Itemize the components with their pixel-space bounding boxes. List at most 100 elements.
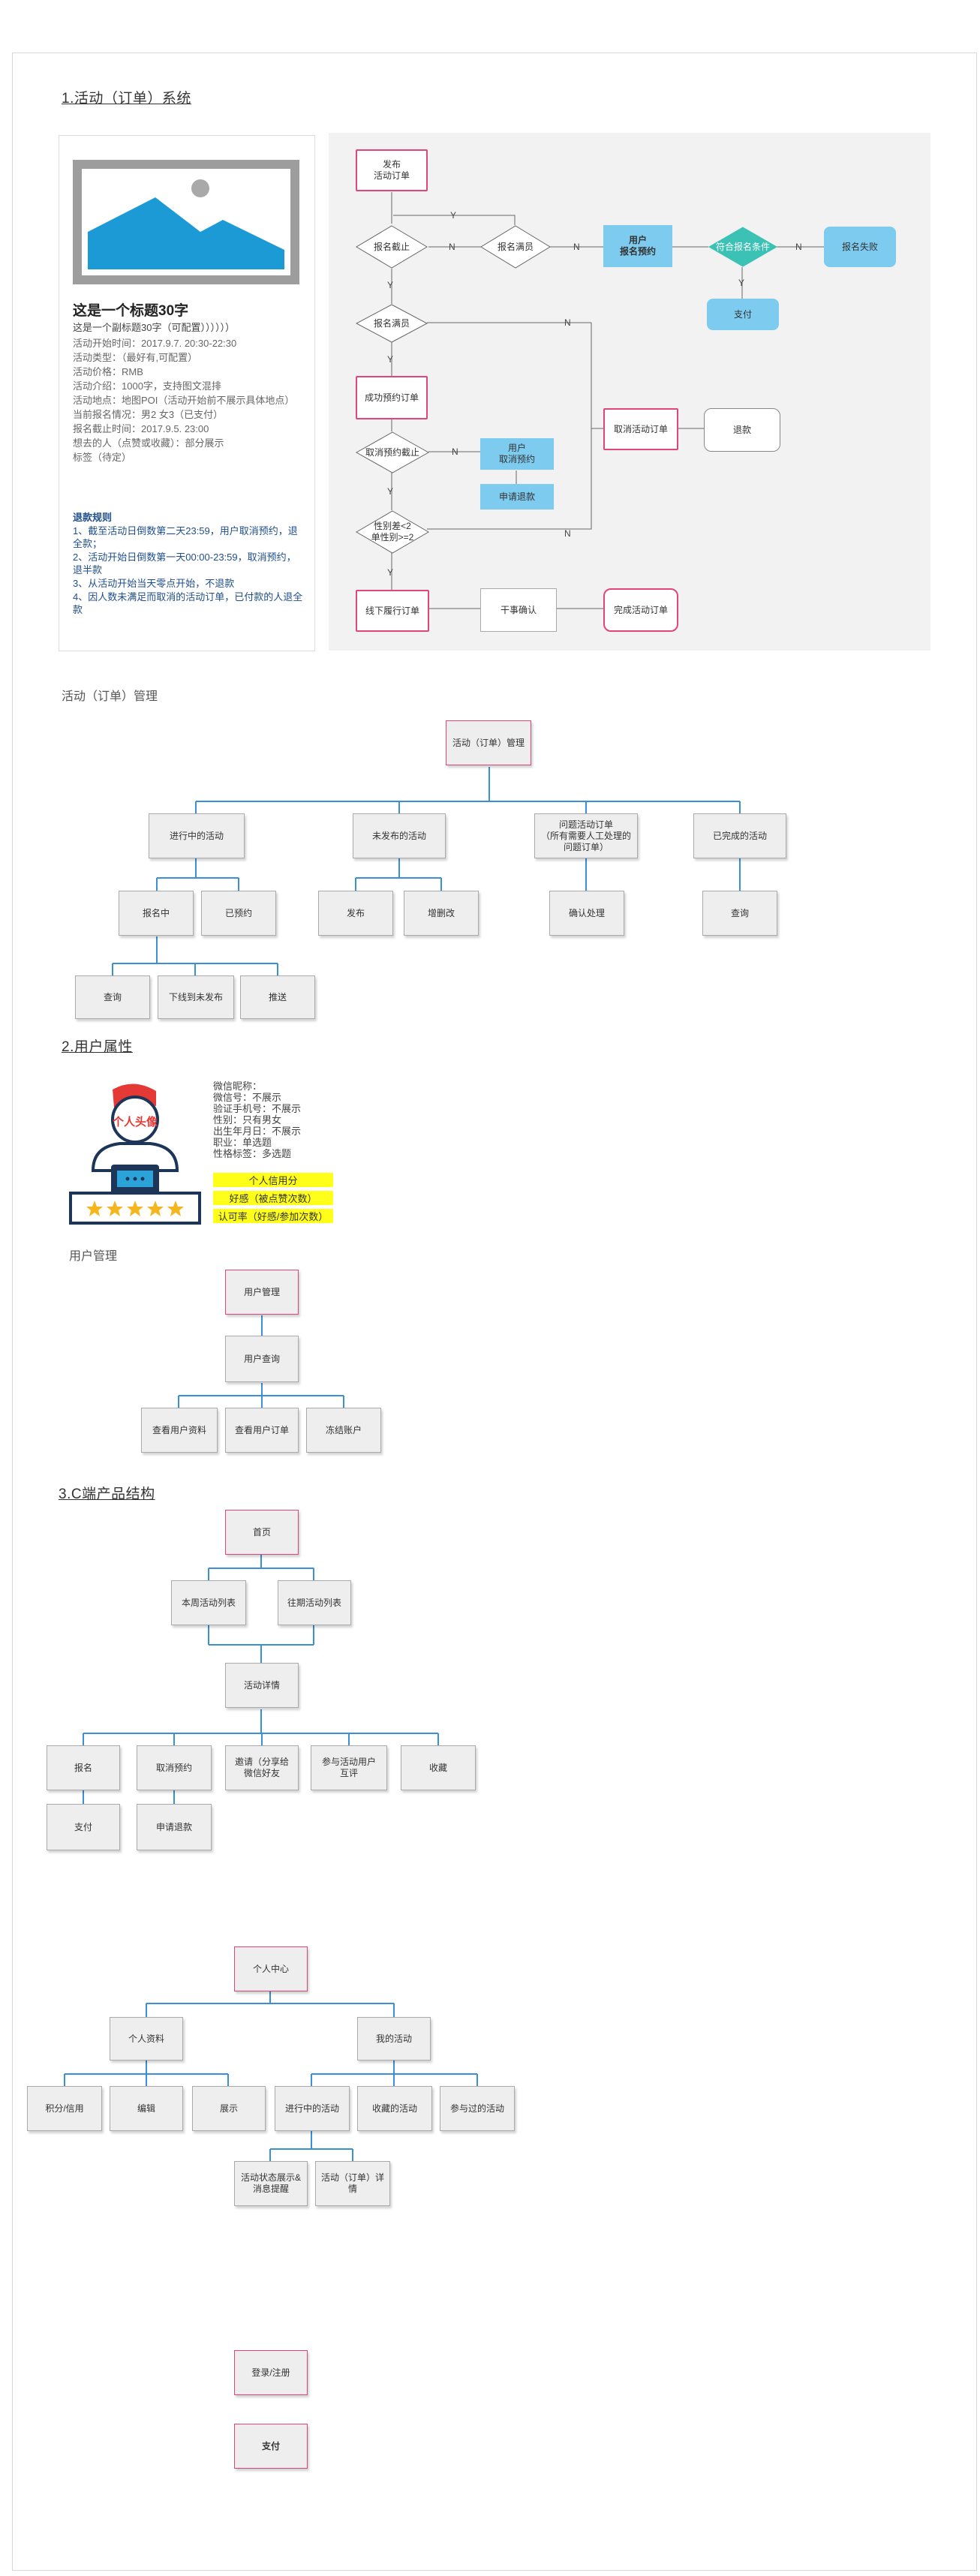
tree3-favorite[interactable]: 收藏 xyxy=(401,1745,476,1790)
flow-label-n: N xyxy=(564,317,571,328)
pay-standalone[interactable]: 支付 xyxy=(234,2424,308,2469)
tree4-participated[interactable]: 参与过的活动 xyxy=(440,2086,515,2131)
tree4-my-events[interactable]: 我的活动 xyxy=(357,2017,431,2060)
flow-user-cancel: 用户 取消预约 xyxy=(480,438,554,470)
user-attr: 出生年月日：不展示 xyxy=(213,1126,302,1137)
tree3-apply-refund[interactable]: 申请退款 xyxy=(137,1804,212,1850)
tree3-connectors xyxy=(83,1555,439,1804)
highlight-approval-rate: 认可率（好感/参加次数） xyxy=(213,1209,333,1223)
tree1-problem-orders[interactable]: 问题活动订单 （所有需要人工处理的 问题订单） xyxy=(534,813,638,858)
flow-meet-condition-decision: 符合报名条件 xyxy=(708,227,777,267)
card-title: 这是一个标题30字 xyxy=(73,303,189,319)
tree1-query-leaf[interactable]: 查询 xyxy=(75,975,150,1019)
section-subtitle-activity-management: 活动（订单）管理 xyxy=(62,690,158,703)
flow-publish-order: 发布 活动订单 xyxy=(356,149,428,191)
tree2-user-query[interactable]: 用户查询 xyxy=(225,1336,299,1382)
flow-deadline-decision: 报名截止 xyxy=(356,225,428,269)
flow-cancel-order: 取消活动订单 xyxy=(603,408,678,450)
flow-label-n: N xyxy=(795,242,802,252)
card-line: 活动类型：（最好有,可配置） xyxy=(73,352,198,363)
tree4-status-notify[interactable]: 活动状态展示& 消息提醒 xyxy=(234,2161,308,2206)
user-attr: 微信号：不展示 xyxy=(213,1092,282,1103)
tree3-peer-review[interactable]: 参与活动用户 互评 xyxy=(311,1745,387,1790)
tree1-ongoing[interactable]: 进行中的活动 xyxy=(149,813,245,858)
flowchart-connectors xyxy=(391,192,824,609)
card-line: 标签（待定） xyxy=(73,452,132,463)
highlight-credit-score: 个人信用分 xyxy=(213,1173,333,1187)
image-placeholder-icon xyxy=(73,160,299,284)
flow-label-y: Y xyxy=(387,354,394,365)
tree1-completed[interactable]: 已完成的活动 xyxy=(693,813,786,858)
tree1-confirm-handle[interactable]: 确认处理 xyxy=(549,891,624,936)
user-attr: 微信昵称： xyxy=(213,1081,263,1092)
flow-cancel-deadline-label: 取消预约截止 xyxy=(365,446,419,458)
flow-user-reserve: 用户 报名预约 xyxy=(603,225,672,267)
tree2-view-profile[interactable]: 查看用户资料 xyxy=(141,1408,218,1453)
card-line: 活动介绍：1000字，支持图文混排 xyxy=(73,380,221,392)
user-attr: 职业：单选题 xyxy=(213,1137,272,1148)
flow-meet-condition-label: 符合报名条件 xyxy=(715,241,770,252)
card-line: 活动价格：RMB xyxy=(73,366,143,377)
tree1-root: 活动（订单）管理 xyxy=(446,720,531,765)
flow-cancel-deadline-decision: 取消预约截止 xyxy=(356,431,429,473)
section-title-activity-system: 1.活动（订单）系统 xyxy=(62,91,191,107)
card-line: 报名截止时间：2017.9.5. 23:00 xyxy=(73,423,209,434)
tree4-order-detail[interactable]: 活动（订单）详 情 xyxy=(315,2161,390,2206)
tree1-publish[interactable]: 发布 xyxy=(318,891,393,936)
avatar-label: 个人头像 xyxy=(112,1116,158,1129)
tree4-ongoing[interactable]: 进行中的活动 xyxy=(275,2086,350,2131)
flow-full2-label: 报名满员 xyxy=(373,317,410,329)
tree3-signup[interactable]: 报名 xyxy=(47,1745,120,1790)
flow-label-n: N xyxy=(449,242,455,252)
tree3-cancel-reserve[interactable]: 取消预约 xyxy=(137,1745,212,1790)
tree3-event-detail[interactable]: 活动详情 xyxy=(225,1663,299,1708)
login-register[interactable]: 登录/注册 xyxy=(234,2350,308,2395)
activity-card: 这是一个标题30字 这是一个副标题30字（可配置）））））） 活动开始时间：20… xyxy=(59,135,315,651)
tree1-unpublished[interactable]: 未发布的活动 xyxy=(353,813,446,858)
flowchart-background xyxy=(329,133,930,651)
flow-label-n: N xyxy=(564,528,571,539)
tree4-profile[interactable]: 个人资料 xyxy=(110,2017,183,2060)
avatar-illustration-icon: 个人头像 xyxy=(68,1081,203,1225)
tree4-credit[interactable]: 积分/信用 xyxy=(27,2086,102,2131)
card-line: 活动开始时间：2017.9.7. 20:30-22:30 xyxy=(73,338,237,349)
tree4-favorited[interactable]: 收藏的活动 xyxy=(357,2086,432,2131)
refund-rule: 2、活动开始日倒数第一天00:00-23:59，取消预约，退半款 xyxy=(73,552,296,576)
tree1-signing-up[interactable]: 报名中 xyxy=(119,891,194,936)
flow-label-n: N xyxy=(573,242,580,252)
tree3-invite[interactable]: 邀请（分享给 微信好友 xyxy=(225,1745,299,1790)
flow-full-label: 报名满员 xyxy=(497,241,534,252)
flow-pay: 支付 xyxy=(707,299,779,330)
tree1-connectors xyxy=(112,767,741,975)
highlight-likes: 好感（被点赞次数） xyxy=(213,1191,333,1205)
flow-label-y: Y xyxy=(738,278,745,288)
flow-label-n: N xyxy=(452,446,458,457)
tree2-root: 用户管理 xyxy=(225,1270,299,1315)
flow-refund: 退款 xyxy=(704,408,780,452)
tree4-show[interactable]: 展示 xyxy=(192,2086,266,2131)
tree2-view-orders[interactable]: 查看用户订单 xyxy=(225,1408,299,1453)
tree1-query[interactable]: 查询 xyxy=(702,891,777,936)
tree3-home[interactable]: 首页 xyxy=(225,1510,299,1555)
flow-apply-refund: 申请退款 xyxy=(480,484,554,509)
tree1-push-leaf[interactable]: 推送 xyxy=(240,975,315,1019)
tree3-this-week[interactable]: 本周活动列表 xyxy=(171,1580,246,1625)
flow-offline-order: 线下履行订单 xyxy=(356,590,429,632)
refund-rule: 3、从活动开始当天零点开始，不退款 xyxy=(73,578,235,589)
flow-gender-decision: 性别差<2 单性别>=2 xyxy=(356,510,429,554)
tree1-reserved[interactable]: 已预约 xyxy=(201,891,276,936)
user-attributes: 微信昵称： 微信号：不展示 验证手机号：不展示 性别：只有男女 出生年月日：不展… xyxy=(213,1081,301,1159)
tree1-offline-leaf[interactable]: 下线到未发布 xyxy=(158,975,234,1019)
tree3-past-events[interactable]: 往期活动列表 xyxy=(278,1580,351,1625)
flow-confirm: 干事确认 xyxy=(480,588,557,632)
flow-label-y: Y xyxy=(387,280,394,290)
flow-full-decision: 报名满员 xyxy=(480,225,551,269)
flow-gender-label: 性别差<2 单性别>=2 xyxy=(371,521,414,543)
tree4-connectors xyxy=(64,1991,478,2161)
tree4-personal-center[interactable]: 个人中心 xyxy=(234,1946,308,1991)
tree4-edit[interactable]: 编辑 xyxy=(110,2086,183,2131)
tree2-freeze-account[interactable]: 冻结账户 xyxy=(306,1408,381,1453)
page-frame xyxy=(12,53,977,2571)
tree3-pay[interactable]: 支付 xyxy=(47,1804,120,1850)
tree1-crud[interactable]: 增删改 xyxy=(404,891,479,936)
